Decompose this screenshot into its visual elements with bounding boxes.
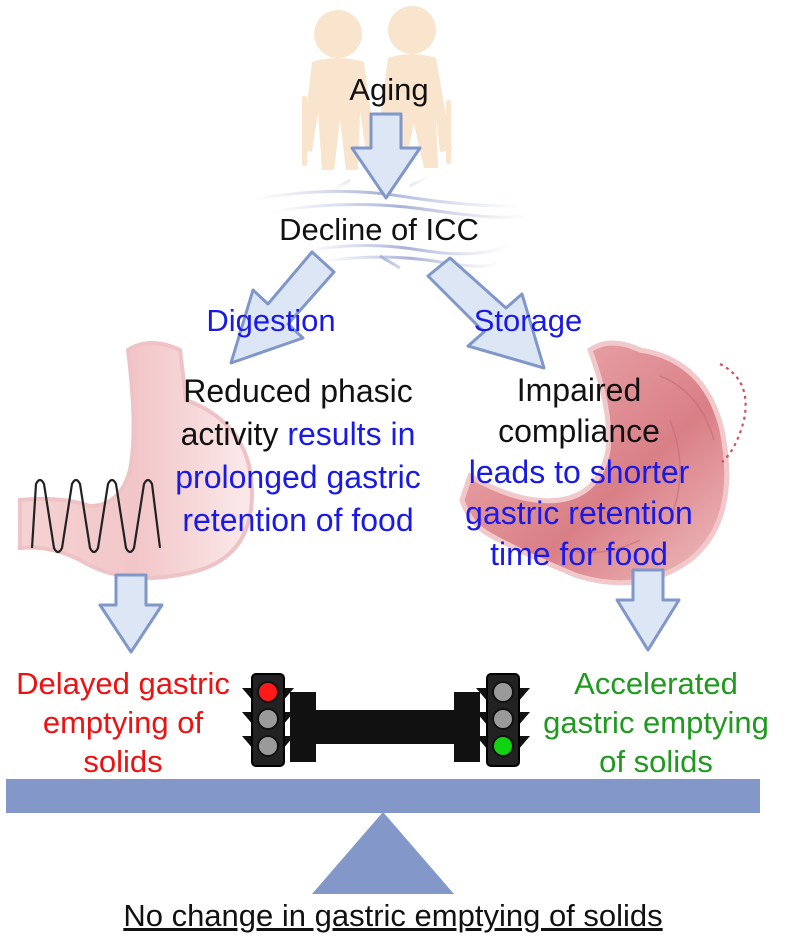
aging-label: Aging bbox=[349, 72, 429, 107]
right-effect-line5: time for food bbox=[490, 536, 668, 572]
arrow-icc-to-digestion-icon bbox=[229, 250, 336, 365]
accelerated-line3: of solids bbox=[599, 744, 713, 779]
accelerated-emptying-text: Accelerated gastric emptying of solids bbox=[528, 664, 784, 781]
left-effect-line2: activity results in bbox=[148, 413, 448, 456]
right-effect-line1: Impaired bbox=[516, 372, 642, 408]
storage-label: Storage bbox=[473, 303, 583, 338]
conclusion-label: No change in gastric emptying of solids bbox=[123, 898, 663, 933]
right-effect-line2: compliance bbox=[498, 413, 660, 449]
arrow-right-down-icon bbox=[615, 568, 681, 652]
dumbbell-icon bbox=[290, 692, 480, 762]
digestion-label: Digestion bbox=[206, 303, 336, 338]
arrows bbox=[98, 112, 681, 654]
left-effect-line2-black: activity bbox=[180, 416, 288, 452]
icc-network-icon bbox=[249, 174, 531, 270]
traffic-light-red-icon bbox=[242, 673, 294, 767]
balance-beam bbox=[6, 779, 760, 813]
arrow-left-down-icon bbox=[98, 573, 164, 654]
left-effect-line4: retention of food bbox=[182, 502, 414, 538]
delayed-emptying-text: Delayed gastric emptying of solids bbox=[0, 664, 246, 781]
left-effect-line3: prolonged gastric bbox=[175, 459, 421, 495]
decline-icc-label: Decline of ICC bbox=[279, 212, 479, 247]
right-stomach-icon bbox=[459, 340, 747, 586]
arrow-icc-to-storage-icon bbox=[426, 256, 546, 370]
delayed-line2: emptying of bbox=[42, 705, 204, 740]
accelerated-line2: gastric emptying bbox=[543, 705, 769, 740]
left-effect-line1: Reduced phasic bbox=[183, 373, 413, 409]
left-stomach-icon bbox=[18, 341, 254, 580]
left-effect-line2-blue: results in bbox=[287, 416, 416, 452]
balance-fulcrum bbox=[312, 812, 454, 894]
arrow-aging-to-icc-icon bbox=[350, 112, 422, 200]
traffic-light-green-icon bbox=[476, 673, 530, 767]
right-effect-line4: gastric retention bbox=[465, 495, 693, 531]
phasic-wave-icon bbox=[30, 478, 162, 554]
accelerated-line1: Accelerated bbox=[574, 666, 738, 701]
left-effect-text: Reduced phasic activity results in prolo… bbox=[148, 370, 448, 542]
right-effect-line3: leads to shorter bbox=[468, 454, 690, 490]
right-effect-text: Impaired compliance leads to shorter gas… bbox=[436, 370, 722, 575]
delayed-line1: Delayed gastric bbox=[16, 666, 230, 701]
delayed-line3: solids bbox=[83, 744, 163, 779]
